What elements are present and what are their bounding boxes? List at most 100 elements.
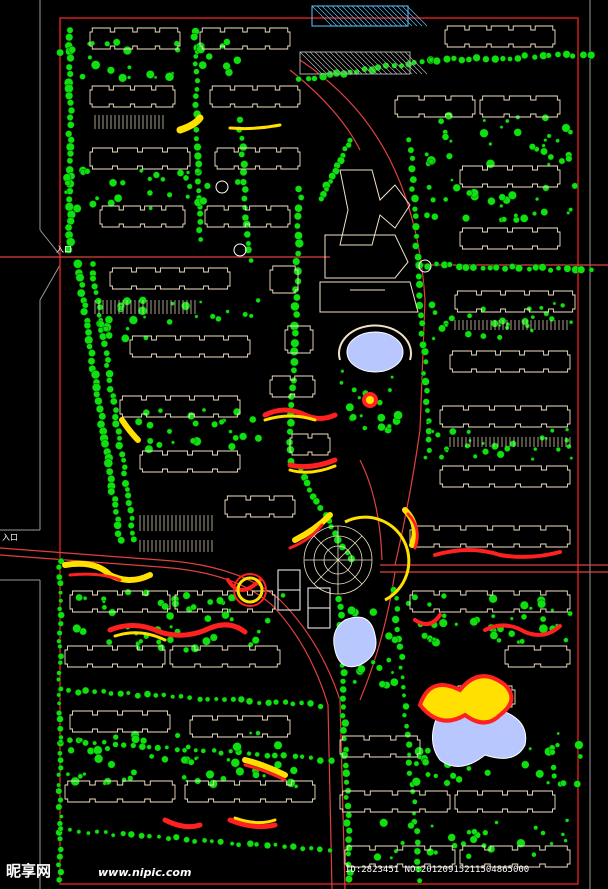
tree [564,437,570,443]
tree [127,775,134,782]
tree [187,758,195,766]
tree [293,293,301,302]
tree [528,746,533,751]
tree [195,187,202,194]
tree [265,699,273,707]
tree [520,613,528,620]
tree [166,318,173,326]
building-block [449,350,571,373]
tree [65,772,71,777]
tree [415,301,424,310]
tree [57,756,64,764]
tree [423,387,431,394]
tree [345,811,353,819]
hatch-line [406,5,428,27]
tree [193,143,202,151]
tree [180,756,189,764]
tree [146,421,154,429]
tree [550,428,555,433]
tree [471,828,478,835]
tree [440,593,447,600]
tree [125,690,131,696]
tree [120,470,128,477]
tree [280,592,286,599]
tree [538,263,547,272]
tree [571,182,579,190]
tree [455,263,464,271]
tree [529,328,534,333]
tree [405,60,413,68]
tree [108,608,117,617]
hatch-line [344,51,368,75]
tree [531,54,538,61]
tree [193,68,200,75]
tree [546,162,551,166]
tree [228,748,234,754]
tree [532,211,537,217]
tree [251,636,260,645]
tree [58,686,64,692]
tree [129,530,136,536]
tree [183,836,190,843]
flower-ribbon [233,816,277,825]
tree [411,777,421,787]
building-block [99,205,186,228]
tree [152,171,160,179]
tree [349,413,357,421]
tree [521,760,530,769]
tree [340,751,349,760]
tree [285,438,294,447]
tree [449,427,457,436]
tree [140,737,148,745]
tree [317,703,324,710]
tree [65,91,74,100]
tree [205,52,213,61]
tree [98,412,107,421]
tree [122,46,132,56]
tree [107,66,115,75]
tree [414,865,423,873]
tree [66,157,74,165]
tree [58,598,64,604]
tree [94,396,103,406]
tree [521,51,529,60]
tree [555,742,561,748]
building-block [444,25,556,48]
building-block [89,147,191,170]
tree [112,38,121,47]
tree [390,670,395,675]
tree [409,175,418,184]
tree [194,160,203,168]
tree [65,142,75,152]
tree [531,852,537,858]
tree [263,841,272,849]
tree [305,75,312,82]
building-block [69,710,171,733]
building-block [409,525,571,548]
tree [64,223,73,232]
tree [174,732,181,739]
tree [273,740,283,750]
tree [549,841,554,846]
tree [186,694,193,701]
tree [445,152,453,160]
tree [574,740,584,750]
tree [390,375,394,379]
flower-ribbon [483,623,562,637]
tree [76,288,86,298]
tree [83,321,92,330]
tree [102,599,106,604]
hatch-line [384,51,408,75]
tree [227,608,232,612]
tree [56,579,64,587]
tree [488,141,493,146]
tree [117,690,125,698]
tree [194,77,201,84]
tree [352,679,358,685]
tree [508,263,516,270]
tree [386,423,392,429]
tree [55,787,63,795]
tree [181,747,188,754]
tree [396,643,404,651]
tree [232,742,242,752]
